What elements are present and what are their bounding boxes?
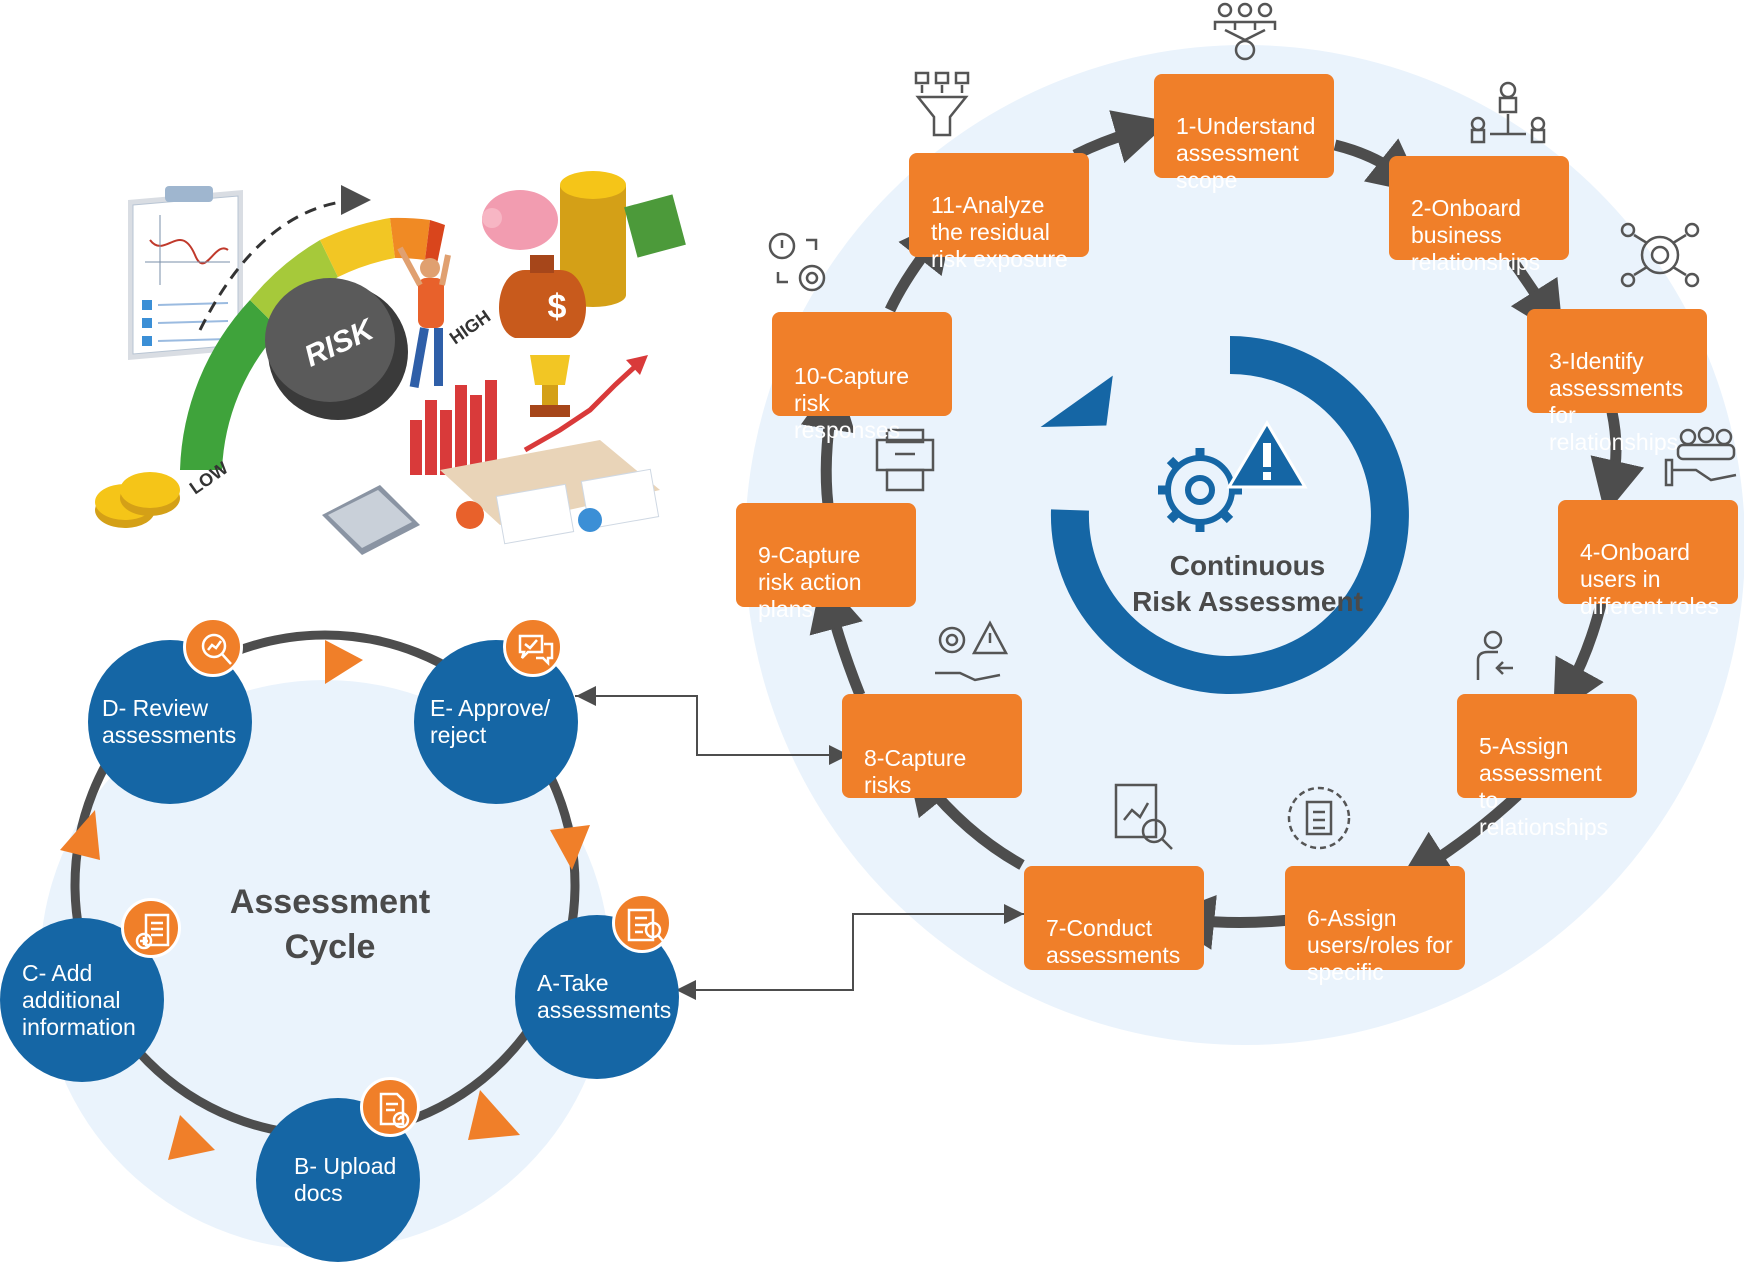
risk-gauge-arc (180, 185, 445, 470)
chart-search-icon (1114, 783, 1173, 850)
step-2-box: 2-Onboard business relationships (1389, 156, 1569, 275)
group-hand-icon (1664, 426, 1737, 487)
warning-gear-cycle-icon (768, 232, 826, 292)
cycle-node-d: D- Review assessments (88, 640, 252, 804)
step-10-box: 10-Capture risk responses (772, 312, 952, 443)
cycle-node-e-label: E- Approve/ reject (430, 695, 551, 748)
cycle-node-b-label: B- Upload docs (294, 1153, 397, 1206)
coins-image (95, 472, 180, 528)
step-11-label: 11-Analyze the residual risk exposure (931, 192, 1068, 272)
document-add-badge (121, 898, 181, 958)
step-3-box: 3-Identify assessments for relationships (1527, 309, 1707, 455)
step-7-box: 7-Conduct assessments (1024, 866, 1204, 970)
risk-dial: RISK (265, 278, 408, 420)
cycle-background-circle (40, 680, 610, 1250)
step-10-label: 10-Capture risk responses (794, 363, 910, 443)
people-network-icon (1213, 2, 1277, 61)
step-9-label: 9-Capture risk action plans (758, 542, 862, 622)
gear-warning-icon (1158, 420, 1308, 532)
assessment-cycle-title: Assessment Cycle (229, 883, 431, 966)
cycle-node-c-label: C- Add additional information (22, 959, 136, 1040)
printer-icon (875, 428, 935, 492)
high-label: HIGH (446, 306, 494, 348)
clipboard-image (128, 186, 243, 360)
document-gear-icon (1287, 786, 1351, 850)
step-5-label: 5-Assign assessment to relationships (1479, 733, 1609, 840)
step-7-label: 7-Conduct assessments (1046, 915, 1181, 968)
checklist-search-icon (627, 908, 664, 942)
step-3-label: 3-Identify assessments for relationships (1549, 348, 1684, 455)
cycle-node-a-label: A-Take assessments (537, 970, 672, 1023)
step-5-box: 5-Assign assessment to relationships (1457, 694, 1637, 840)
calculator-image (322, 485, 420, 555)
chat-approve-icon (518, 634, 554, 667)
review-chart-icon (201, 633, 232, 665)
document-add-icon (135, 913, 170, 950)
gear-warning-hand-icon (935, 620, 1009, 682)
growth-chart-image (410, 355, 660, 545)
person-figure (397, 246, 451, 388)
dollar-glyph: $ (548, 288, 567, 326)
user-assign-icon (1476, 630, 1513, 680)
review-chart-badge (183, 617, 243, 677)
funnel-icon (914, 71, 970, 137)
step-8-box: 8-Capture risks (842, 694, 1022, 798)
checklist-search-badge (612, 893, 672, 953)
step-2-label: 2-Onboard business relationships (1411, 195, 1541, 275)
money-image: $ (482, 171, 686, 338)
step-6-box: 6-Assign users/roles for specific (1285, 866, 1465, 985)
risk-gauge-illustration: RISK LOW HIGH (95, 171, 686, 555)
step-1-box: 1-Understand assessment scope (1154, 74, 1334, 193)
org-chart-icon (1470, 81, 1546, 144)
document-upload-badge (360, 1077, 420, 1137)
step-8-label: 8-Capture risks (864, 745, 967, 798)
continuous-cycle-blue-arrow (1040, 336, 1409, 694)
step-9-box: 9-Capture risk action plans (736, 503, 916, 622)
step-6-label: 6-Assign users/roles for specific (1307, 905, 1453, 985)
connector-lines (575, 686, 1025, 1000)
cycle-node-d-label: D- Review assessments (102, 695, 237, 748)
gear-people-icon (1620, 222, 1700, 288)
chat-approve-badge (503, 617, 563, 677)
continuous-risk-title: Continuous Risk Assessment (1132, 550, 1363, 617)
step-4-box: 4-Onboard users in different roles (1558, 500, 1738, 619)
step-1-label: 1-Understand assessment scope (1176, 113, 1316, 193)
step-4-label: 4-Onboard users in different roles (1580, 539, 1719, 619)
step-11-box: 11-Analyze the residual risk exposure (909, 153, 1089, 272)
document-upload-icon (379, 1092, 410, 1129)
